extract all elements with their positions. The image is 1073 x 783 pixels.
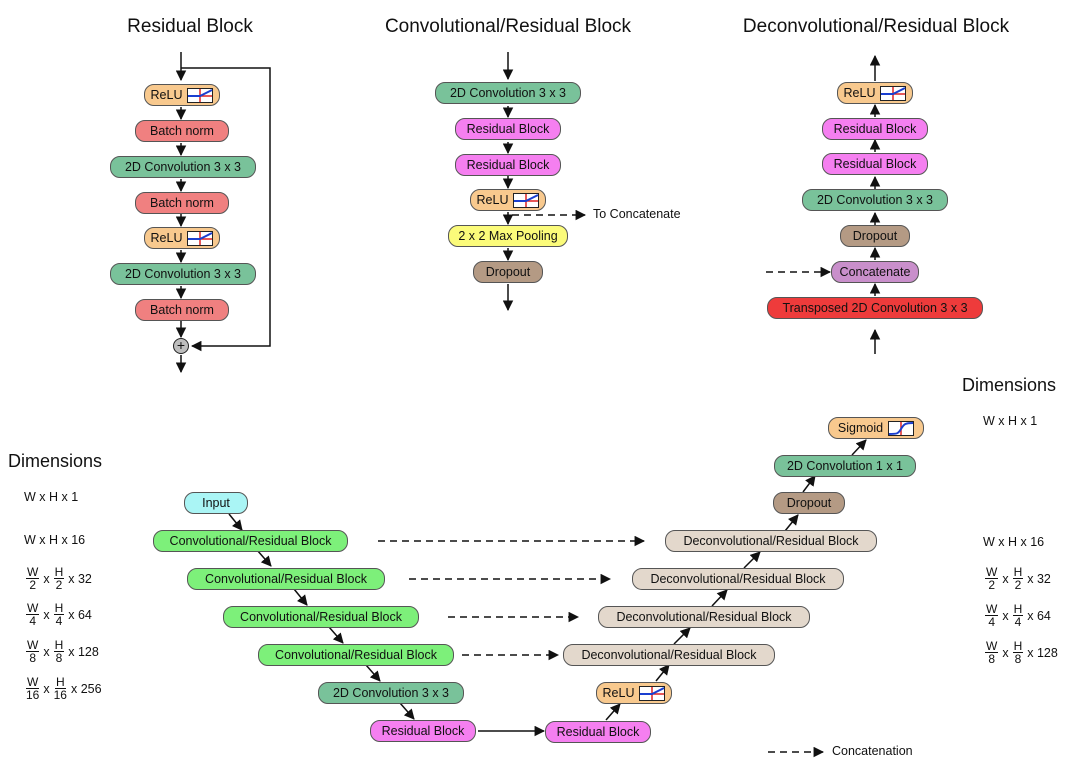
- dim-left-row-0: W x H x 1: [24, 490, 78, 504]
- relu-graph-icon: [513, 192, 540, 208]
- net-conv-1x1: 2D Convolution 1 x 1: [774, 455, 916, 477]
- dim-text: W x H x 1: [983, 414, 1038, 428]
- dim-right-row-1: W x H x 16: [983, 535, 1044, 549]
- dim-right-row-0: W x H x 1: [983, 414, 1037, 428]
- net-encoder-block-2: Convolutional/Residual Block: [187, 568, 385, 590]
- residual-conv-1: 2D Convolution 3 x 3: [110, 156, 256, 178]
- net-sigmoid: Sigmoid: [828, 417, 924, 439]
- to-concatenate-label: To Concatenate: [593, 207, 681, 221]
- convres-residual-1: Residual Block: [455, 118, 561, 140]
- net-input: Input: [184, 492, 248, 514]
- net-dropout: Dropout: [773, 492, 845, 514]
- deconvres-concatenate: Concatenate: [831, 261, 919, 283]
- residual-batchnorm-3: Batch norm: [135, 299, 229, 321]
- conv-residual-block-title: Convolutional/Residual Block: [384, 16, 632, 37]
- net-decoder-block-3: Deconvolutional/Residual Block: [598, 606, 810, 628]
- net-relu: ReLU: [596, 682, 672, 704]
- dim-text: W x H x 16: [983, 535, 1045, 549]
- dim-left-row-1: W x H x 16: [24, 533, 85, 547]
- deconvres-residual-1: Residual Block: [822, 118, 928, 140]
- relu-graph-icon: [187, 230, 214, 246]
- relu-graph-icon: [880, 85, 907, 101]
- net-bottleneck-residual-2: Residual Block: [545, 721, 651, 743]
- net-encoder-block-4: Convolutional/Residual Block: [258, 644, 454, 666]
- net-decoder-block-4: Deconvolutional/Residual Block: [563, 644, 775, 666]
- convres-relu: ReLU: [470, 189, 546, 211]
- deconvres-conv: 2D Convolution 3 x 3: [802, 189, 948, 211]
- net-relu-label: ReLU: [602, 686, 635, 700]
- net-encoder-block-3: Convolutional/Residual Block: [223, 606, 419, 628]
- net-decoder-block-1: Deconvolutional/Residual Block: [665, 530, 877, 552]
- deconvres-residual-2: Residual Block: [822, 153, 928, 175]
- residual-batchnorm-2: Batch norm: [135, 192, 229, 214]
- dim-text: W x H x 1: [24, 490, 79, 504]
- net-bottleneck-conv: 2D Convolution 3 x 3: [318, 682, 464, 704]
- residual-relu-1: ReLU: [144, 84, 220, 106]
- convres-residual-2: Residual Block: [455, 154, 561, 176]
- deconv-residual-block-title: Deconvolutional/Residual Block: [742, 16, 1010, 37]
- residual-relu-2: ReLU: [144, 227, 220, 249]
- net-encoder-block-1: Convolutional/Residual Block: [153, 530, 348, 552]
- deconvres-relu: ReLU: [837, 82, 913, 104]
- convres-maxpool: 2 x 2 Max Pooling: [448, 225, 568, 247]
- residual-relu-1-label: ReLU: [150, 88, 183, 102]
- relu-graph-icon: [639, 685, 666, 701]
- net-bottleneck-residual-1: Residual Block: [370, 720, 476, 742]
- dimensions-left-heading: Dimensions: [8, 451, 103, 471]
- net-sigmoid-label: Sigmoid: [837, 421, 884, 435]
- legend-concatenation-label: Concatenation: [832, 744, 913, 758]
- residual-relu-2-label: ReLU: [150, 231, 183, 245]
- residual-add-icon: +: [173, 338, 189, 354]
- residual-conv-2: 2D Convolution 3 x 3: [110, 263, 256, 285]
- convres-dropout: Dropout: [473, 261, 543, 283]
- deconvres-relu-label: ReLU: [843, 86, 876, 100]
- relu-graph-icon: [187, 87, 214, 103]
- convres-relu-label: ReLU: [476, 193, 509, 207]
- net-decoder-block-2: Deconvolutional/Residual Block: [632, 568, 844, 590]
- dim-text: W x H x 16: [24, 533, 86, 547]
- deconvres-transposed-conv: Transposed 2D Convolution 3 x 3: [767, 297, 983, 319]
- residual-batchnorm-1: Batch norm: [135, 120, 229, 142]
- residual-block-title: Residual Block: [127, 16, 253, 37]
- convres-conv: 2D Convolution 3 x 3: [435, 82, 581, 104]
- dimensions-right-heading: Dimensions: [962, 375, 1057, 395]
- sigmoid-graph-icon: [888, 420, 915, 436]
- deconvres-dropout: Dropout: [840, 225, 910, 247]
